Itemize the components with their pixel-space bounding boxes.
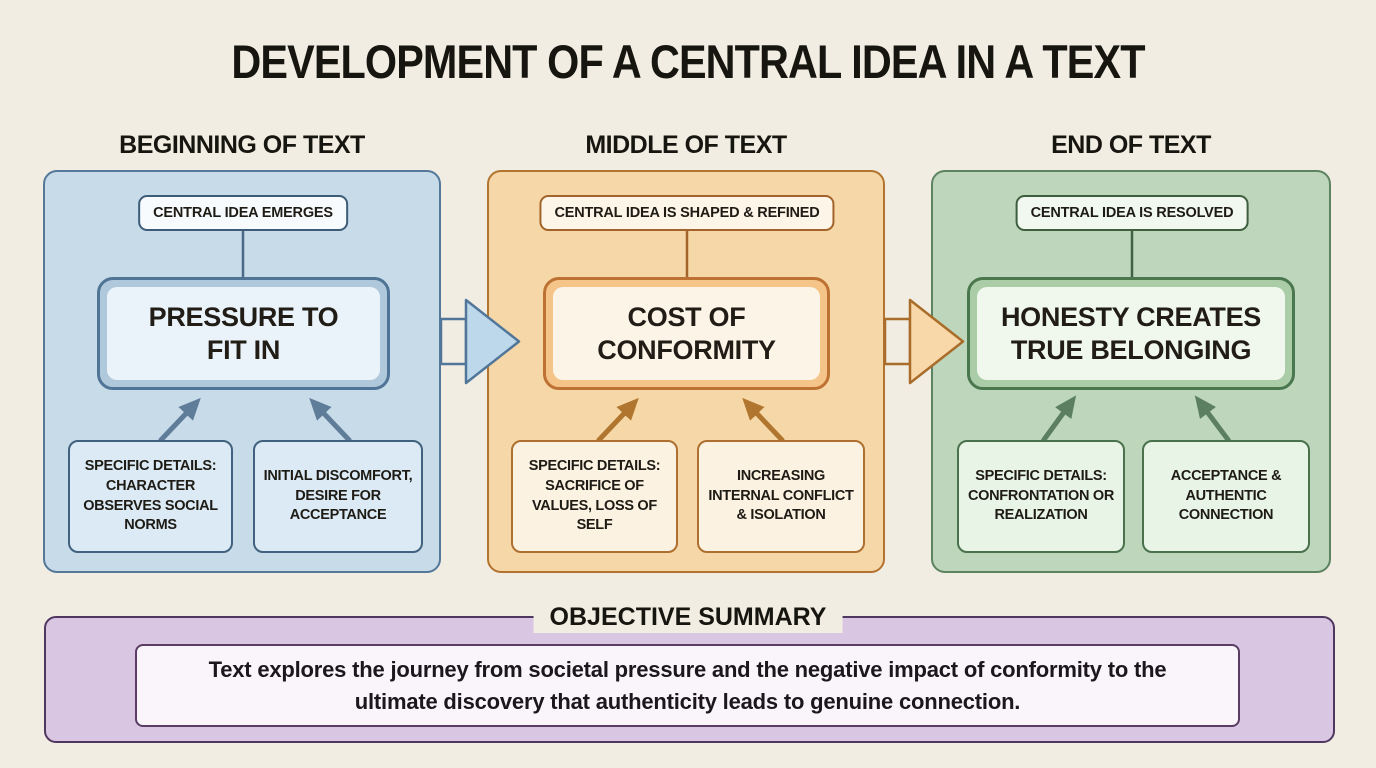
central-idea-box-middle: COST OF CONFORMITY	[543, 277, 830, 390]
detail-text: SPECIFIC DETAILS: CONFRONTATION OR REALI…	[967, 468, 1115, 524]
detail-box: SPECIFIC DETAILS: SACRIFICE OF VALUES, L…	[511, 440, 678, 553]
central-idea-text: HONESTY CREATES TRUE BELONGING	[1000, 302, 1262, 365]
objective-summary-heading: OBJECTIVE SUMMARY	[533, 601, 843, 633]
stage-label-middle: CENTRAL IDEA IS SHAPED & REFINED	[539, 195, 835, 231]
column-header-middle: MIDDLE OF TEXT	[585, 131, 787, 159]
central-idea-box-end: HONESTY CREATES TRUE BELONGING	[967, 277, 1295, 390]
detail-text: SPECIFIC DETAILS: CHARACTER OBSERVES SOC…	[83, 458, 218, 534]
detail-text: INITIAL DISCOMFORT, DESIRE FOR ACCEPTANC…	[263, 468, 413, 524]
column-header-end: END OF TEXT	[1051, 131, 1211, 159]
central-idea-text: PRESSURE TO FIT IN	[148, 302, 339, 365]
detail-text: ACCEPTANCE & AUTHENTIC CONNECTION	[1170, 468, 1282, 524]
detail-box: ACCEPTANCE & AUTHENTIC CONNECTION	[1142, 440, 1310, 553]
detail-box: INITIAL DISCOMFORT, DESIRE FOR ACCEPTANC…	[253, 440, 423, 553]
objective-summary-text: Text explores the journey from societal …	[208, 656, 1167, 714]
central-idea-text: COST OF CONFORMITY	[597, 302, 776, 365]
column-header-beginning: BEGINNING OF TEXT	[119, 131, 365, 159]
detail-box: SPECIFIC DETAILS: CHARACTER OBSERVES SOC…	[68, 440, 233, 553]
objective-summary-box: Text explores the journey from societal …	[135, 644, 1240, 727]
page-title: DEVELOPMENT OF A CENTRAL IDEA IN A TEXT	[231, 35, 1145, 88]
stage-label-beginning: CENTRAL IDEA EMERGES	[138, 195, 348, 231]
central-idea-box-beginning: PRESSURE TO FIT IN	[97, 277, 390, 390]
detail-text: INCREASING INTERNAL CONFLICT & ISOLATION	[708, 468, 854, 524]
detail-text: SPECIFIC DETAILS: SACRIFICE OF VALUES, L…	[528, 458, 661, 534]
detail-box: SPECIFIC DETAILS: CONFRONTATION OR REALI…	[957, 440, 1125, 553]
detail-box: INCREASING INTERNAL CONFLICT & ISOLATION	[697, 440, 865, 553]
stage-label-end: CENTRAL IDEA IS RESOLVED	[1015, 195, 1249, 231]
